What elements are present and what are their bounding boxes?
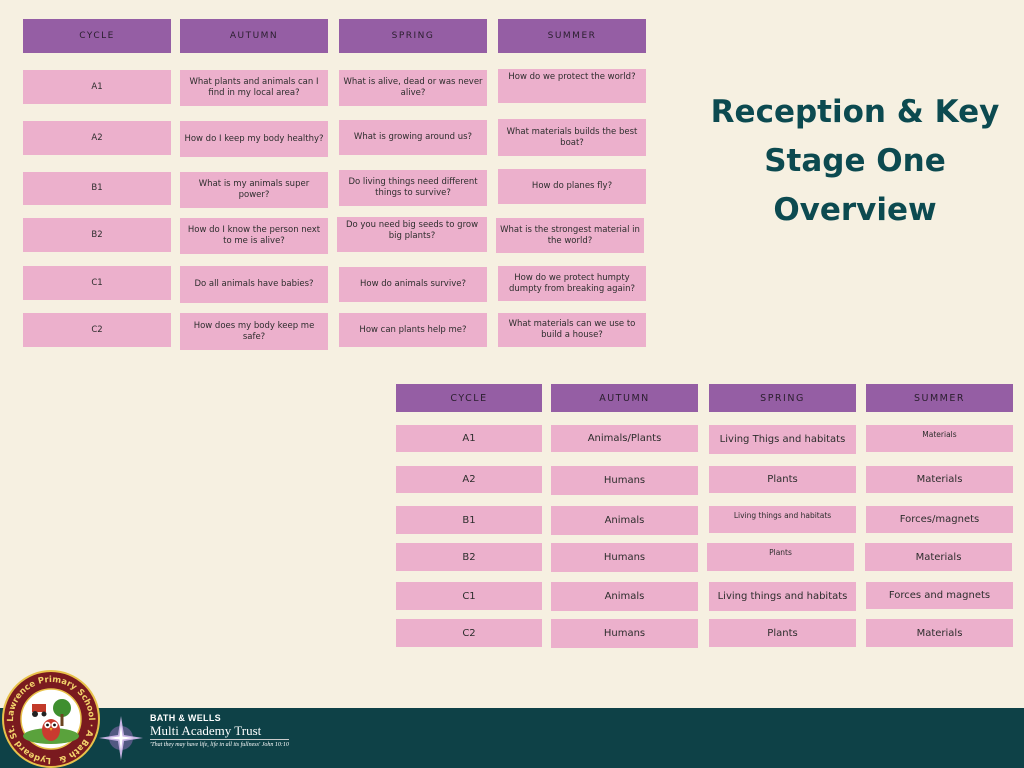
table2-summer-cell: Forces/magnets [866, 506, 1013, 533]
table1-autumn-cell: How does my body keep me safe? [180, 313, 328, 350]
table1-summer-cell: What materials builds the best boat? [498, 119, 646, 156]
table2-cycle-cell: B1 [396, 506, 542, 534]
trust-line-1: BATH & WELLS [150, 713, 221, 723]
table2-autumn-cell: Humans [551, 543, 698, 572]
trust-name: BATH & WELLS Multi Academy Trust 'That t… [150, 713, 289, 748]
table1-autumn-cell: How do I keep my body healthy? [180, 121, 328, 157]
table2-autumn-cell: Humans [551, 619, 698, 648]
table2-autumn-cell: Animals [551, 506, 698, 535]
table2-spring-cell: Plants [709, 466, 856, 493]
title-line: Overview [773, 192, 937, 228]
table1-cycle-cell: C2 [23, 313, 171, 347]
table2-cycle-cell: A1 [396, 425, 542, 452]
table1-cycle-cell: A1 [23, 70, 171, 104]
page-title: Reception & Key Stage One Overview [690, 88, 1020, 235]
table2-summer-cell: Materials [866, 425, 1013, 452]
table1-cycle-cell: B1 [23, 172, 171, 205]
table1-spring-cell: How do animals survive? [339, 267, 487, 302]
table2-autumn-cell: Animals [551, 582, 698, 611]
table2-header-autumn: AUTUMN [551, 384, 698, 412]
table2-spring-cell: Living things and habitats [709, 582, 856, 611]
table2-spring-cell: Living things and habitats [709, 506, 856, 533]
trust-line-2: Multi Academy Trust [150, 723, 262, 738]
table1-summer-cell: How do planes fly? [498, 169, 646, 204]
trust-motto: 'That they may have life, life in all it… [150, 739, 289, 748]
table1-spring-cell: What is growing around us? [339, 120, 487, 155]
table1-summer-cell: How do we protect humpty dumpty from bre… [498, 266, 646, 301]
table1-spring-cell: Do you need big seeds to grow big plants… [337, 217, 487, 252]
table1-cycle-cell: A2 [23, 121, 171, 155]
table2-cycle-cell: C1 [396, 582, 542, 610]
school-logo: Lydeard St. Lawrence Primary School · A … [1, 670, 100, 768]
table2-spring-cell: Plants [709, 619, 856, 647]
table1-cycle-cell: C1 [23, 266, 171, 300]
title-line: Reception & Key [710, 94, 1000, 130]
table1-header-autumn: AUTUMN [180, 19, 328, 53]
table1-spring-cell: Do living things need different things t… [339, 170, 487, 206]
table2-spring-cell: Living Thigs and habitats [709, 425, 856, 454]
table2-cycle-cell: C2 [396, 619, 542, 647]
table1-header-spring: SPRING [339, 19, 487, 53]
table2-autumn-cell: Animals/Plants [551, 425, 698, 452]
footer-bar [0, 708, 1024, 768]
table2-spring-cell: Plants [707, 543, 854, 571]
table1-spring-cell: How can plants help me? [339, 313, 487, 347]
table2-header-summer: SUMMER [866, 384, 1013, 412]
table1-autumn-cell: What plants and animals can I find in my… [180, 70, 328, 106]
table1-autumn-cell: Do all animals have babies? [180, 266, 328, 303]
table1-autumn-cell: How do I know the person next to me is a… [180, 218, 328, 254]
table2-cycle-cell: B2 [396, 543, 542, 571]
table1-autumn-cell: What is my animals super power? [180, 172, 328, 208]
table1-header-summer: SUMMER [498, 19, 646, 53]
table2-cycle-cell: A2 [396, 466, 542, 493]
table2-autumn-cell: Humans [551, 466, 698, 495]
table2-summer-cell: Materials [866, 466, 1013, 493]
table1-spring-cell: What is alive, dead or was never alive? [339, 70, 487, 106]
table1-summer-cell: How do we protect the world? [498, 69, 646, 103]
table1-summer-cell: What is the strongest material in the wo… [496, 218, 644, 253]
table2-header-spring: SPRING [709, 384, 856, 412]
table2-header-cycle: CYCLE [396, 384, 542, 412]
title-line: Stage One [764, 143, 946, 179]
table1-summer-cell: What materials can we use to build a hou… [498, 313, 646, 347]
table2-summer-cell: Materials [865, 543, 1012, 571]
trust-star-icon [99, 716, 143, 760]
table1-header-cycle: CYCLE [23, 19, 171, 53]
table1-cycle-cell: B2 [23, 218, 171, 252]
table2-summer-cell: Forces and magnets [866, 582, 1013, 609]
table2-summer-cell: Materials [866, 619, 1013, 647]
